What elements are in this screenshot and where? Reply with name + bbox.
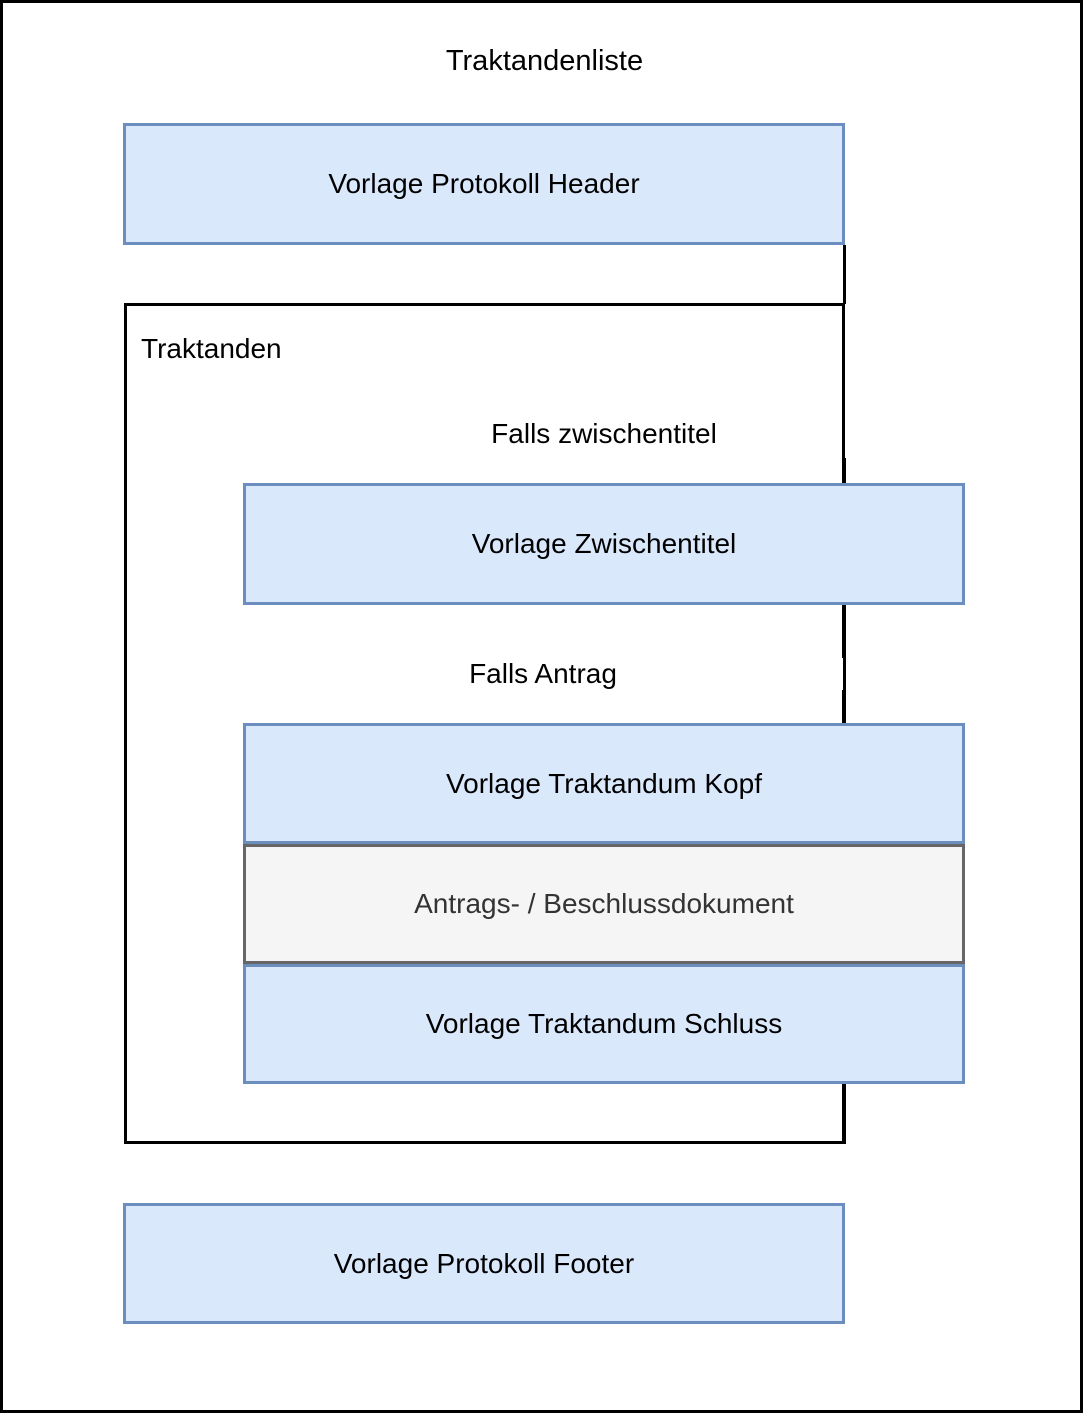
box-vorlage-traktandum-kopf[interactable]: Vorlage Traktandum Kopf [243,723,965,844]
group-traktanden-label: Traktanden [141,333,282,364]
connector-into-zwischentitel [843,458,846,488]
page-title: Traktandenliste [445,45,644,77]
box-vorlage-zwischentitel[interactable]: Vorlage Zwischentitel [243,483,965,605]
box-antrags-beschlussdokument-label: Antrags- / Beschlussdokument [414,888,794,919]
condition-label-zwischentitel: Falls zwischentitel [491,418,717,449]
box-vorlage-protokoll-header[interactable]: Vorlage Protokoll Header [123,123,845,245]
box-vorlage-protokoll-footer-label: Vorlage Protokoll Footer [333,1247,635,1279]
box-vorlage-traktandum-kopf-label: Vorlage Traktandum Kopf [446,767,762,799]
connector-header-to-traktanden [843,245,846,304]
connector-schluss-to-group-bottom [843,1084,846,1144]
box-vorlage-protokoll-header-label: Vorlage Protokoll Header [328,168,640,199]
connector-zwischentitel-to-kopf [843,605,846,724]
box-vorlage-zwischentitel-label: Vorlage Zwischentitel [471,528,737,559]
condition-label-antrag: Falls Antrag [243,658,843,690]
box-vorlage-traktandum-schluss-label: Vorlage Traktandum Schluss [425,1008,783,1039]
box-vorlage-protokoll-footer[interactable]: Vorlage Protokoll Footer [123,1203,845,1324]
box-antrags-beschlussdokument[interactable]: Antrags- / Beschlussdokument [243,844,965,964]
box-vorlage-traktandum-schluss[interactable]: Vorlage Traktandum Schluss [243,964,965,1084]
